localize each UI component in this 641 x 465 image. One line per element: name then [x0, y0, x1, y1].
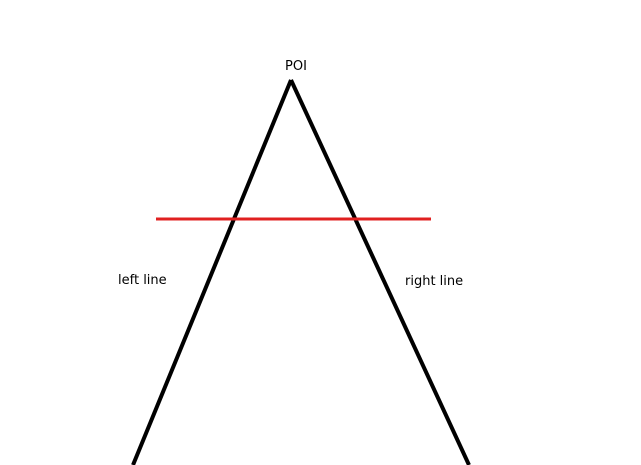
right-line — [289, 79, 471, 465]
left-line — [131, 79, 293, 465]
right-line-label: right line — [405, 274, 463, 289]
left-line-label: left line — [118, 273, 167, 288]
apex-label: POI — [285, 59, 307, 74]
